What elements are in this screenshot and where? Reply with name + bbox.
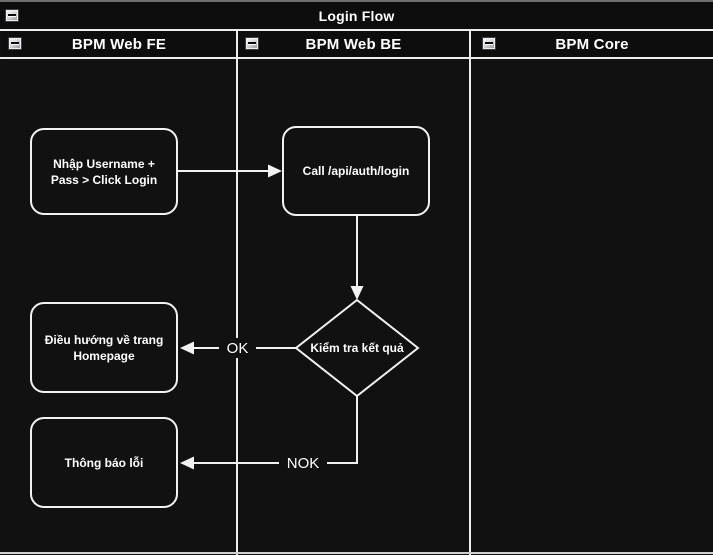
- pool-title: Login Flow: [318, 7, 395, 24]
- node-show-error[interactable]: Thông báo lỗi: [30, 417, 178, 508]
- edge-decision-nok: [193, 396, 358, 464]
- lane-core-label: BPM Core: [555, 35, 629, 53]
- node-text-line: Pass > Click Login: [50, 172, 158, 187]
- lane-core-collapse-icon[interactable]: [482, 37, 496, 50]
- lane-header-be[interactable]: BPM Web BE: [238, 31, 469, 57]
- lane-be-label: BPM Web BE: [305, 35, 402, 53]
- arrowhead-left-ok-icon: [180, 341, 194, 355]
- lane-be-collapse-icon[interactable]: [245, 37, 259, 50]
- node-enter-credentials[interactable]: Nhập Username + Pass > Click Login: [30, 128, 178, 215]
- node-text-line: Call /api/auth/login: [302, 164, 410, 178]
- minus-icon: [248, 42, 256, 45]
- arrowhead-down-icon: [350, 286, 364, 300]
- arrowhead-left-nok-icon: [180, 456, 194, 470]
- lane-fe-collapse-icon[interactable]: [8, 37, 22, 50]
- minus-icon: [8, 14, 16, 17]
- node-redirect-homepage[interactable]: Điều hướng về trang Homepage: [30, 302, 178, 393]
- lane-fe-label: BPM Web FE: [71, 35, 167, 53]
- title-separator: [0, 29, 713, 31]
- minus-icon: [11, 42, 19, 45]
- node-text-line: Nhập Username +: [53, 156, 155, 171]
- edge-label-nok[interactable]: NOK: [279, 453, 327, 473]
- lane-divider-2: [469, 31, 471, 555]
- pool-title-bar[interactable]: Login Flow: [0, 2, 713, 29]
- node-text-line: Điều hướng về trang: [44, 332, 164, 347]
- pool-top-border: [0, 0, 713, 2]
- minus-icon: [485, 42, 493, 45]
- arrowhead-right-icon: [268, 164, 282, 178]
- header-separator: [0, 57, 713, 59]
- pool-collapse-icon[interactable]: [5, 9, 19, 22]
- lane-divider-1: [236, 31, 238, 555]
- edge-label-ok[interactable]: OK: [219, 338, 256, 358]
- node-text-line: Thông báo lỗi: [64, 455, 144, 470]
- node-call-login-api[interactable]: Call /api/auth/login: [282, 126, 430, 216]
- node-text-line: Homepage: [73, 348, 135, 363]
- decision-node[interactable]: [294, 298, 420, 398]
- lane-header-core[interactable]: BPM Core: [471, 31, 713, 57]
- pool-bottom-border: [0, 552, 713, 554]
- lane-header-fe[interactable]: BPM Web FE: [2, 31, 236, 57]
